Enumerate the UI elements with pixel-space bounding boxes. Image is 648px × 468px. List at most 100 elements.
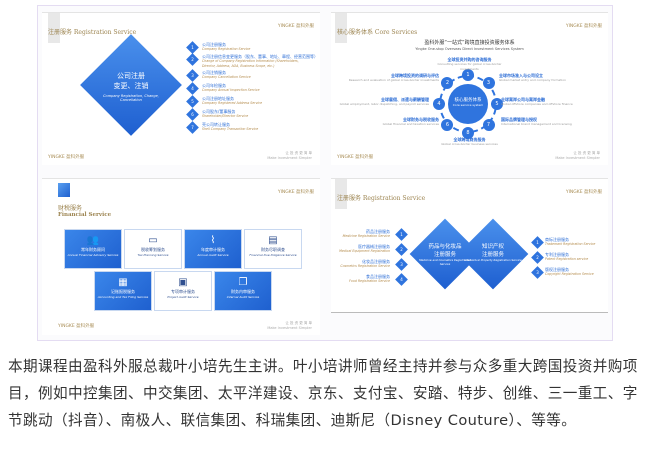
- core-en: Core service system: [452, 103, 484, 107]
- item-en: Research and evaluation of global cross-…: [348, 78, 439, 82]
- item-en: Trademark Registration Service: [545, 242, 596, 246]
- number: 1: [536, 240, 539, 245]
- item-cn: 全球跨境商务服务: [453, 137, 486, 142]
- number: 3: [191, 73, 194, 78]
- center-title-2: 变更、注销: [113, 82, 149, 90]
- item-en: Company Registration Service: [202, 47, 251, 51]
- item-cn: 公司注册服务: [202, 42, 226, 47]
- card-en: Project Audit Service: [167, 295, 199, 299]
- title-tab: [335, 179, 347, 209]
- slide-title: 注册服务 Registration Service: [48, 29, 137, 36]
- number: 2: [536, 255, 539, 260]
- logo-bottom: YINGKE 盈科外服: [337, 155, 374, 160]
- heading-en: Yingke One-stop Overseas Direct Investme…: [415, 47, 524, 51]
- slogan-cn: 让 投 资 更 简 单: [573, 151, 600, 155]
- heading-cn: 盈科外服“一站式”跨境直接投资服务体系: [424, 40, 515, 46]
- left-title-1: 药品与化妆品: [428, 244, 462, 250]
- number: 6: [191, 112, 194, 117]
- logo: YINGKE 盈科外服: [565, 190, 602, 195]
- number: 5: [191, 99, 194, 104]
- inbox-icon: ▣: [178, 277, 188, 288]
- number: 7: [191, 125, 194, 130]
- title-en: Financial Service: [58, 212, 112, 218]
- item-cn: 食品注册服务: [366, 274, 390, 279]
- number-badge: 2: [186, 53, 199, 66]
- item-cn: 全球市场准入与公司设立: [499, 73, 543, 78]
- center-title-1: 公司注册: [117, 72, 145, 80]
- number: 4: [191, 86, 194, 91]
- logo-bottom: YINGKE 盈科外服: [48, 155, 85, 160]
- card-en: Annual Financial Advisory Service: [67, 253, 119, 257]
- item-en: Copyright Registration Service: [545, 272, 594, 276]
- item-en: Global market entry and company formatio…: [499, 78, 566, 82]
- item-en: Consulting services for global cross-bor…: [437, 62, 502, 71]
- slogan-en: Make Investment Simpler: [267, 326, 312, 330]
- item-cn: 公司注册信息变更服务（股东、董事、地址、章程、经营范围等）: [202, 54, 318, 59]
- item-en: Cosmetics Registration Service: [340, 264, 390, 268]
- number-badge: 2: [395, 243, 408, 256]
- card-cn: 财务内审服务: [231, 289, 255, 294]
- center-en: Company Registration, Change, Cancellati…: [103, 94, 159, 102]
- number: 2: [400, 247, 403, 252]
- printer-icon: ▤: [268, 235, 278, 246]
- number-badge: 7: [186, 121, 199, 134]
- right-title-2: 注册服务: [481, 252, 504, 258]
- number-badge: 3: [531, 266, 544, 279]
- slide-title: 核心服务体系 Core Services: [337, 29, 418, 36]
- right-en: Intellectual Property Registration Servi…: [464, 258, 522, 262]
- card-cn: 记账报税服务: [111, 289, 135, 294]
- slide-financial-service: YINGKE 盈科外服 财税服务 Financial Service YINGK…: [42, 178, 320, 335]
- item-cn: 公司注册地址服务: [202, 96, 234, 101]
- right-title-1: 知识产权: [481, 244, 504, 250]
- item-cn: 专利注册服务: [545, 252, 569, 257]
- number-badge: 1: [531, 236, 544, 249]
- logo-bottom: YINGKE 盈科外服: [58, 324, 95, 329]
- item-en: Global employment, labor dispatching, an…: [339, 102, 429, 106]
- item-en: Food Registration Service: [349, 279, 390, 283]
- item-cn: 商标注册服务: [545, 237, 569, 242]
- card-cn: 专项审计服务: [171, 289, 195, 294]
- item-cn: 全球跨境投资的调研与评估: [391, 73, 439, 78]
- number-badge: 4: [395, 273, 408, 286]
- card-cn: 年度审计服务: [201, 247, 225, 252]
- item-en: Global cross-border business services: [441, 142, 498, 146]
- core-circle: 核心服务体系 Core service system: [448, 84, 488, 124]
- item-en: Global offshore companies and offshore f…: [501, 102, 573, 106]
- item-cn: 公司年检服务: [202, 83, 226, 88]
- number-circle: 4: [433, 98, 445, 110]
- card-cn: 税收筹划服务: [141, 247, 165, 252]
- item-cn: 版权注册服务: [545, 267, 569, 272]
- number: 3: [400, 262, 403, 267]
- number-circle: 8: [462, 127, 474, 139]
- item-en: Patent Registration service: [545, 257, 589, 261]
- title-tab: [335, 13, 347, 43]
- number-circle: 7: [482, 118, 495, 131]
- number-circle: 2: [441, 77, 454, 90]
- number-circle: 3: [482, 77, 495, 90]
- title-block: [58, 183, 70, 197]
- card-en: Internal Audit Service: [226, 295, 260, 299]
- item-en: International brand management and licen…: [501, 122, 572, 126]
- title-tab: [48, 13, 60, 43]
- item-en: Global financial and taxation services: [382, 122, 439, 126]
- tray-icon: ▭: [148, 235, 158, 246]
- number-badge: 2: [531, 251, 544, 264]
- item-cn: 医疗器械注册服务: [358, 244, 390, 249]
- slide-core-services: 核心服务体系 Core Services YINGKE 盈科外服 盈科外服“一站…: [331, 12, 608, 165]
